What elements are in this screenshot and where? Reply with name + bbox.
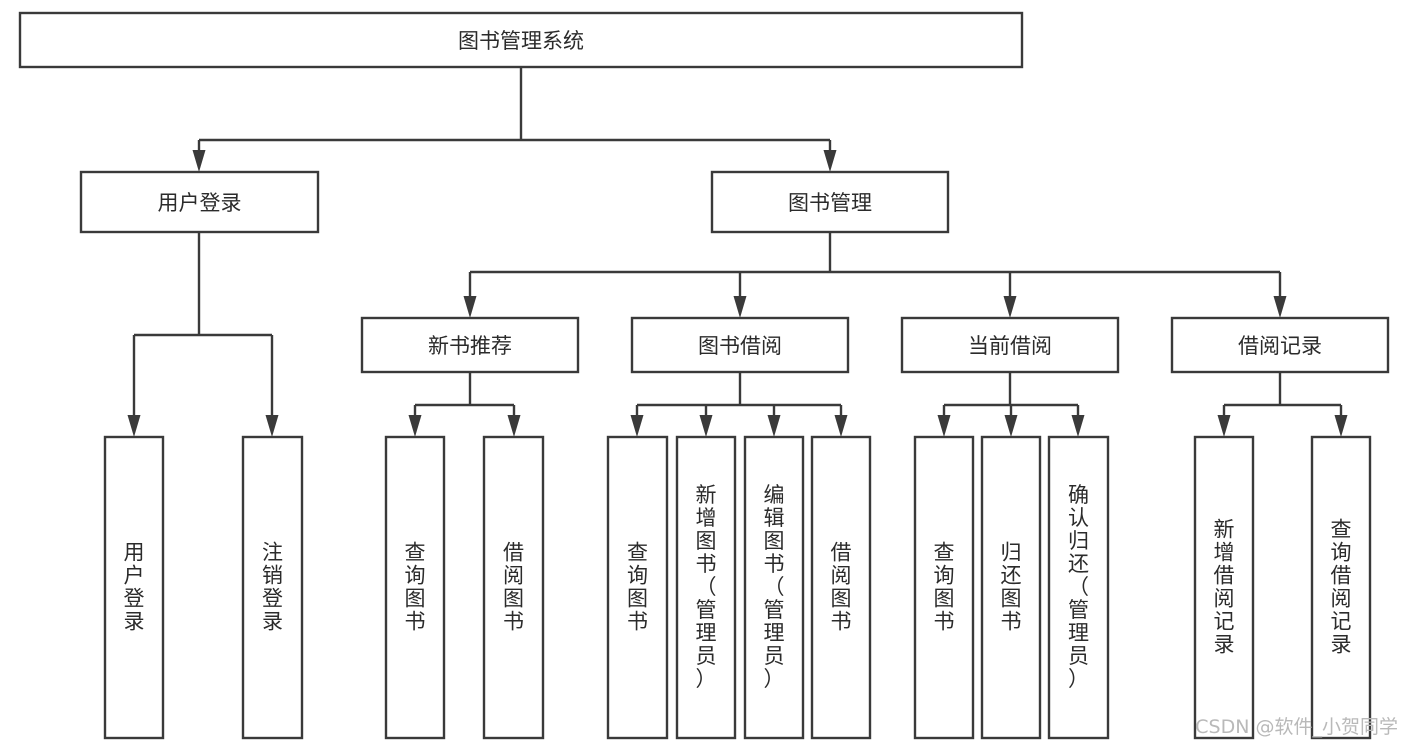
connector-root — [192, 67, 837, 172]
node-label: 图书管理系统 — [458, 29, 584, 53]
node-leaf-current-1[interactable]: 查询图书 — [913, 435, 975, 740]
node-leaf-current-2[interactable]: 归还图书 — [980, 435, 1042, 740]
node-leaf-record-1[interactable]: 新增借阅记录 — [1193, 435, 1255, 740]
node-label: 新书推荐 — [428, 334, 512, 358]
node-box[interactable] — [743, 435, 805, 740]
node-leaf-login-2[interactable]: 注销登录 — [241, 435, 304, 740]
node-leaf-borrow-1[interactable]: 查询图书 — [606, 435, 669, 740]
node-root[interactable]: 图书管理系统 — [18, 11, 1024, 69]
node-record[interactable]: 借阅记录 — [1170, 316, 1390, 374]
node-leaf-record-2[interactable]: 查询借阅记录 — [1310, 435, 1372, 740]
node-label: 查询图书 — [405, 540, 426, 633]
arrow-head-icon — [507, 415, 521, 437]
node-current[interactable]: 当前借阅 — [900, 316, 1120, 374]
arrow-head-icon — [1217, 415, 1231, 437]
node-label: 借阅图书 — [503, 540, 524, 633]
connector-bookmgmt — [463, 232, 1287, 318]
node-leaf-newbook-1[interactable]: 查询图书 — [384, 435, 446, 740]
arrow-head-icon — [823, 150, 837, 172]
node-box[interactable] — [1170, 316, 1390, 374]
node-box[interactable] — [384, 435, 446, 740]
node-leaf-newbook-2[interactable]: 借阅图书 — [482, 435, 545, 740]
node-label: 编辑图书（管理员） — [764, 483, 785, 691]
node-box[interactable] — [103, 435, 165, 740]
arrow-head-icon — [1334, 415, 1348, 437]
arrow-head-icon — [1003, 296, 1017, 318]
arrow-head-icon — [630, 415, 644, 437]
arrow-head-icon — [767, 415, 781, 437]
node-box[interactable] — [1310, 435, 1372, 740]
node-login[interactable]: 用户登录 — [79, 170, 320, 234]
node-label: 注销登录 — [262, 540, 283, 633]
node-box[interactable] — [630, 316, 850, 374]
connector-current — [937, 372, 1085, 437]
watermark-label: CSDN @软件_小贺同学 — [1195, 716, 1398, 738]
node-label: 查询借阅记录 — [1331, 517, 1352, 656]
arrow-head-icon — [463, 296, 477, 318]
node-box[interactable] — [710, 170, 950, 234]
arrow-head-icon — [699, 415, 713, 437]
node-box[interactable] — [810, 435, 872, 740]
arrow-head-icon — [834, 415, 848, 437]
node-newbook[interactable]: 新书推荐 — [360, 316, 580, 374]
node-borrow[interactable]: 图书借阅 — [630, 316, 850, 374]
arrow-head-icon — [1004, 415, 1018, 437]
connector-login — [127, 232, 279, 437]
node-label: 确认归还（管理员） — [1068, 483, 1089, 691]
node-label: 查询图书 — [627, 540, 648, 633]
node-box[interactable] — [1047, 435, 1110, 740]
node-box[interactable] — [482, 435, 545, 740]
node-label: 用户登录 — [124, 540, 145, 633]
node-box[interactable] — [675, 435, 737, 740]
node-box[interactable] — [900, 316, 1120, 374]
node-label: 图书管理 — [788, 191, 872, 215]
node-label: 借阅图书 — [831, 540, 852, 633]
node-leaf-borrow-3[interactable]: 编辑图书（管理员） — [743, 435, 805, 740]
node-label: 新增借阅记录 — [1214, 517, 1235, 656]
node-leaf-login-1[interactable]: 用户登录 — [103, 435, 165, 740]
arrow-head-icon — [127, 415, 141, 437]
node-box[interactable] — [980, 435, 1042, 740]
node-box[interactable] — [18, 11, 1024, 69]
node-label: 借阅记录 — [1238, 334, 1322, 358]
node-label: 新增图书（管理员） — [696, 483, 717, 691]
node-label: 归还图书 — [1001, 540, 1022, 633]
node-leaf-borrow-2[interactable]: 新增图书（管理员） — [675, 435, 737, 740]
connector-record — [1217, 372, 1348, 437]
node-box[interactable] — [1193, 435, 1255, 740]
connector-borrow — [630, 372, 848, 437]
node-label: 查询图书 — [934, 540, 955, 633]
nodes-layer: 图书管理系统用户登录图书管理新书推荐图书借阅当前借阅借阅记录用户登录注销登录查询… — [18, 11, 1390, 740]
arrow-head-icon — [1273, 296, 1287, 318]
node-bookmgmt[interactable]: 图书管理 — [710, 170, 950, 234]
arrow-head-icon — [733, 296, 747, 318]
arrow-head-icon — [1071, 415, 1085, 437]
node-box[interactable] — [606, 435, 669, 740]
node-box[interactable] — [79, 170, 320, 234]
connectors-layer — [127, 67, 1348, 437]
arrow-head-icon — [192, 150, 206, 172]
node-leaf-borrow-4[interactable]: 借阅图书 — [810, 435, 872, 740]
node-box[interactable] — [241, 435, 304, 740]
node-box[interactable] — [360, 316, 580, 374]
node-leaf-current-3[interactable]: 确认归还（管理员） — [1047, 435, 1110, 740]
node-box[interactable] — [913, 435, 975, 740]
arrow-head-icon — [265, 415, 279, 437]
arrow-head-icon — [408, 415, 422, 437]
node-label: 当前借阅 — [968, 334, 1052, 358]
arrow-head-icon — [937, 415, 951, 437]
node-label: 图书借阅 — [698, 334, 782, 358]
connector-newbook — [408, 372, 521, 437]
node-label: 用户登录 — [158, 191, 242, 215]
